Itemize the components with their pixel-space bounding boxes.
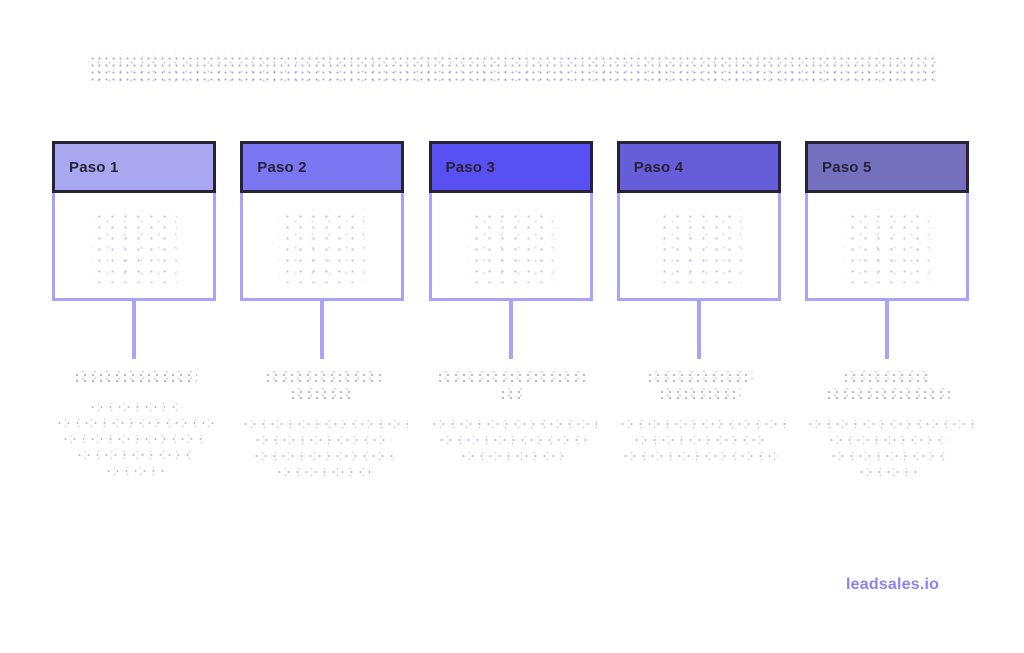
step: Paso 2 xyxy=(240,141,409,484)
ghost-body-line xyxy=(630,436,767,445)
step-label: Paso 1 xyxy=(69,158,119,176)
step-icon-box xyxy=(240,193,405,301)
connector-line xyxy=(508,301,513,359)
ghost-heading-line xyxy=(644,371,753,382)
ghost-body-text xyxy=(616,420,789,468)
ghost-body-line xyxy=(428,420,597,429)
ghost-body-line xyxy=(856,468,918,477)
faded-illegible-icon xyxy=(279,208,366,283)
ghost-body-line xyxy=(805,420,975,429)
step: Paso 5 xyxy=(805,141,975,484)
ghost-body-text xyxy=(805,420,975,484)
ghost-heading-line xyxy=(263,371,382,382)
step-header: Paso 5 xyxy=(805,141,969,193)
ghost-heading-text xyxy=(429,371,593,405)
ghost-body-line xyxy=(457,452,564,461)
step-label: Paso 3 xyxy=(445,158,496,176)
connector-line xyxy=(696,301,701,359)
faded-illegible-icon xyxy=(655,208,742,283)
ghost-heading-line xyxy=(841,371,933,382)
step-header: Paso 1 xyxy=(52,141,216,193)
step: Paso 4 xyxy=(616,141,789,484)
ghost-heading-text xyxy=(805,371,969,405)
step: Paso 1 xyxy=(52,141,216,484)
ghost-heading-text xyxy=(240,371,404,405)
ghost-body-line xyxy=(252,436,393,445)
ghost-body-line xyxy=(74,451,194,460)
ghost-body-line xyxy=(274,468,371,477)
step-icon-box xyxy=(428,193,593,301)
step-icon-box xyxy=(616,193,781,301)
ghost-body-line xyxy=(54,419,214,428)
ghost-body-line xyxy=(828,452,946,461)
ghost-body-line xyxy=(251,452,394,461)
ghost-body-line xyxy=(240,420,409,429)
ghost-heading-line xyxy=(288,388,357,399)
ghost-heading-text xyxy=(617,371,781,405)
ghost-heading-line xyxy=(434,371,587,382)
title-ghost xyxy=(0,54,1024,82)
ghost-heading-line xyxy=(71,371,197,382)
faded-illegible-icon xyxy=(844,208,930,283)
ghost-heading-line xyxy=(824,388,950,399)
ghost-body-line xyxy=(86,403,182,412)
ghost-body-line xyxy=(616,420,789,429)
faded-illegible-icon xyxy=(91,208,177,283)
step-icon-box xyxy=(805,193,969,301)
step-label: Paso 2 xyxy=(257,158,307,176)
connector-line xyxy=(132,301,136,359)
ghost-body-line xyxy=(103,467,165,476)
faded-illegible-icon xyxy=(467,208,554,283)
ghost-heading-text xyxy=(52,371,216,388)
step-header: Paso 2 xyxy=(240,141,405,193)
steps-row: Paso 1 Paso 2 Paso 3 Paso 4 xyxy=(52,141,975,484)
step-icon-box xyxy=(52,193,216,301)
ghost-body-line xyxy=(60,435,208,444)
connector-line xyxy=(320,301,325,359)
step-label: Paso 5 xyxy=(822,158,872,176)
leadsales-logo: leadsales.io xyxy=(846,576,940,593)
step-header: Paso 3 xyxy=(428,141,593,193)
ghost-heading-line xyxy=(656,388,741,399)
ghost-body-line xyxy=(826,436,948,445)
ghost-body-line xyxy=(619,452,778,461)
title-ghost-line xyxy=(88,54,936,82)
connector-line xyxy=(885,301,889,359)
step: Paso 3 xyxy=(428,141,597,484)
ghost-heading-line xyxy=(497,388,524,399)
step-label: Paso 4 xyxy=(633,158,684,176)
ghost-body-text xyxy=(240,420,409,484)
step-header: Paso 4 xyxy=(616,141,781,193)
ghost-body-line xyxy=(435,436,586,445)
ghost-body-text xyxy=(428,420,597,468)
ghost-body-text xyxy=(52,403,216,483)
